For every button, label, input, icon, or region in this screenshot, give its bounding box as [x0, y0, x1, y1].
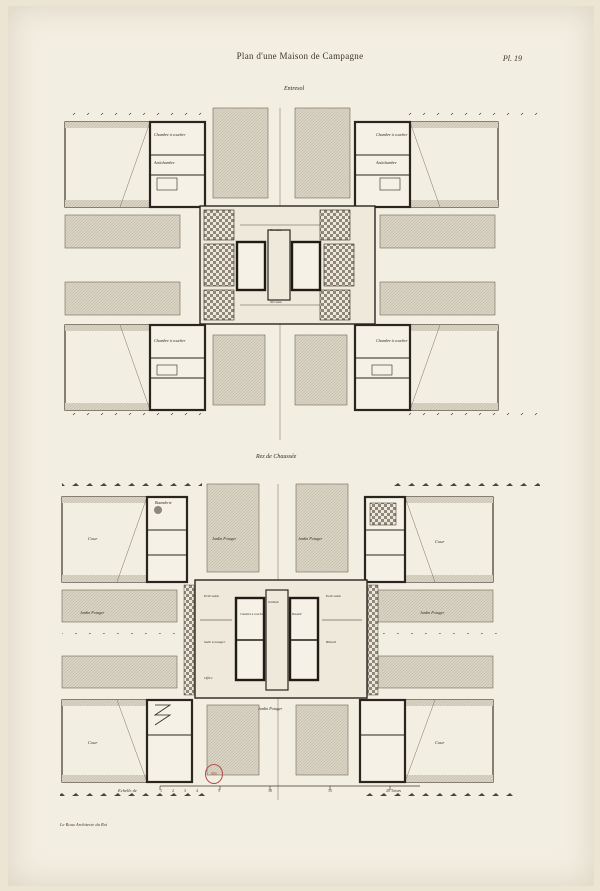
room-label: Vestibule	[268, 600, 279, 604]
scale-tick: 10	[268, 788, 272, 793]
room-label: Jardin Potager	[80, 610, 105, 615]
room-label: Chambre à coucher	[154, 132, 186, 137]
room-label: Chambre à coucher	[240, 612, 264, 616]
scale-bar	[159, 785, 420, 790]
library-stamp: BN	[205, 764, 223, 784]
scale-label: Echelle de	[118, 788, 137, 793]
room-label: Terrasse	[270, 228, 282, 232]
room-label: Chambre à coucher	[154, 338, 186, 343]
room-label: Terrasse	[270, 300, 282, 304]
room-label: Buanderie	[155, 500, 172, 505]
room-label: Billard	[326, 640, 336, 644]
upper-plan	[62, 107, 540, 440]
room-label: Antichambre	[376, 160, 397, 165]
room-label: Salle à manger	[204, 640, 226, 644]
scale-tick: 3	[184, 788, 186, 793]
room-label: Cour	[435, 740, 445, 745]
room-label: Antichambre	[154, 160, 175, 165]
scale-tick: 20 Toises	[386, 788, 402, 793]
scale-tick: 2	[172, 788, 174, 793]
room-label: Jardin Potager	[420, 610, 445, 615]
scale-tick: 1	[160, 788, 162, 793]
page-title: Plan d'une Maison de Campagne	[236, 51, 364, 61]
upper-plan-heading: Entresol	[284, 86, 305, 92]
room-label: Chambre à coucher	[376, 132, 408, 137]
room-label: Office	[204, 676, 213, 680]
room-label: Petit salon	[326, 594, 342, 598]
lower-plan-heading: Rez de Chaussée	[256, 454, 297, 460]
room-label: Cour	[435, 539, 445, 544]
lower-plan	[60, 482, 540, 800]
room-label: Chambre à coucher	[376, 338, 408, 343]
footer-credit: Le Roux Architecte du Roi	[60, 822, 108, 827]
scale-tick: 4	[196, 788, 198, 793]
room-label: Cour	[88, 536, 98, 541]
room-label: Jardin Potager	[298, 536, 323, 541]
plate-number: Pl. 19	[502, 54, 522, 63]
scale-tick: 5	[218, 788, 220, 793]
room-label: Jardin Potager	[212, 536, 237, 541]
room-label: Boudoir	[292, 612, 302, 616]
scale-tick: 15	[328, 788, 332, 793]
room-label: Petit salon	[204, 594, 220, 598]
room-label: Jardin Potager	[258, 706, 283, 711]
room-label: Cour	[88, 740, 98, 745]
